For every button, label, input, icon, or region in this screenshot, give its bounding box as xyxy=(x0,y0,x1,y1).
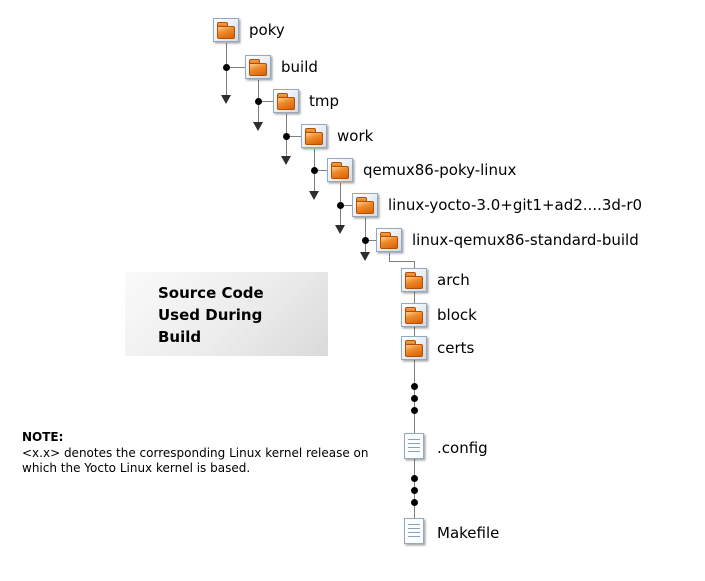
connector-vline-linux-yocto xyxy=(365,218,366,252)
note-label: NOTE: xyxy=(22,430,64,444)
folder-icon-poky xyxy=(213,18,239,42)
folder-icon-standard-build xyxy=(376,228,402,252)
ellipsis-dot xyxy=(411,487,418,494)
caption-box: Source Code Used During Build xyxy=(125,272,328,356)
connector-hline-work-qemux xyxy=(314,170,327,171)
junction-dot-build xyxy=(223,64,230,71)
ellipsis-dot xyxy=(411,383,418,390)
column-elbow-vline xyxy=(389,253,390,262)
connector-hline-poky-build xyxy=(226,67,245,68)
down-arrow-build xyxy=(253,122,263,131)
junction-dot-tmp xyxy=(255,98,262,105)
file-icon-config xyxy=(404,433,424,459)
ellipsis-dot xyxy=(411,475,418,482)
connector-hline-qemux-linuxyocto xyxy=(340,205,352,206)
down-arrow-work xyxy=(309,191,319,200)
folder-label-standard-build: linux-qemux86-standard-build xyxy=(412,231,639,249)
down-arrow-linux-yocto xyxy=(360,252,370,261)
junction-dot-work xyxy=(283,133,290,140)
connector-hline-linuxyocto-stdbuild xyxy=(365,240,376,241)
junction-dot-standard-build xyxy=(362,237,369,244)
column-elbow-hline xyxy=(389,261,415,262)
folder-label-poky: poky xyxy=(249,21,285,39)
junction-dot-qemux xyxy=(311,167,318,174)
file-label-config: .config xyxy=(437,439,488,457)
caption-text: Source Code Used During Build xyxy=(158,284,264,346)
folder-icon-block xyxy=(401,303,427,327)
folder-label-qemux86-poky-linux: qemux86-poky-linux xyxy=(363,161,517,179)
ellipsis-dot xyxy=(411,407,418,414)
folder-label-certs: certs xyxy=(437,339,475,357)
file-icon-makefile xyxy=(404,518,424,544)
note-text: <x.x> denotes the corresponding Linux ke… xyxy=(22,446,369,475)
folder-icon-certs xyxy=(401,336,427,360)
folder-icon-tmp xyxy=(273,89,299,113)
connector-hline-build-tmp xyxy=(258,101,273,102)
folder-label-linux-yocto: linux-yocto-3.0+git1+ad2....3d-r0 xyxy=(388,196,643,214)
folder-icon-arch xyxy=(401,268,427,292)
folder-label-block: block xyxy=(437,306,477,324)
junction-dot-linux-yocto xyxy=(337,202,344,209)
folder-icon-qemux86-poky-linux xyxy=(327,158,353,182)
down-arrow-tmp xyxy=(281,156,291,165)
down-arrow-qemux xyxy=(335,225,345,234)
folder-label-work: work xyxy=(337,127,374,145)
down-arrow-poky xyxy=(221,95,231,104)
folder-label-arch: arch xyxy=(437,271,470,289)
ellipsis-dot xyxy=(411,499,418,506)
folder-label-build: build xyxy=(281,58,318,76)
ellipsis-dot xyxy=(411,395,418,402)
connector-hline-tmp-work xyxy=(286,136,301,137)
folder-label-tmp: tmp xyxy=(309,92,340,110)
folder-icon-work xyxy=(301,124,327,148)
folder-icon-build xyxy=(245,55,271,79)
folder-icon-linux-yocto xyxy=(352,193,378,217)
file-label-makefile: Makefile xyxy=(437,524,500,542)
note-block: NOTE: <x.x> denotes the corresponding Li… xyxy=(22,430,382,476)
